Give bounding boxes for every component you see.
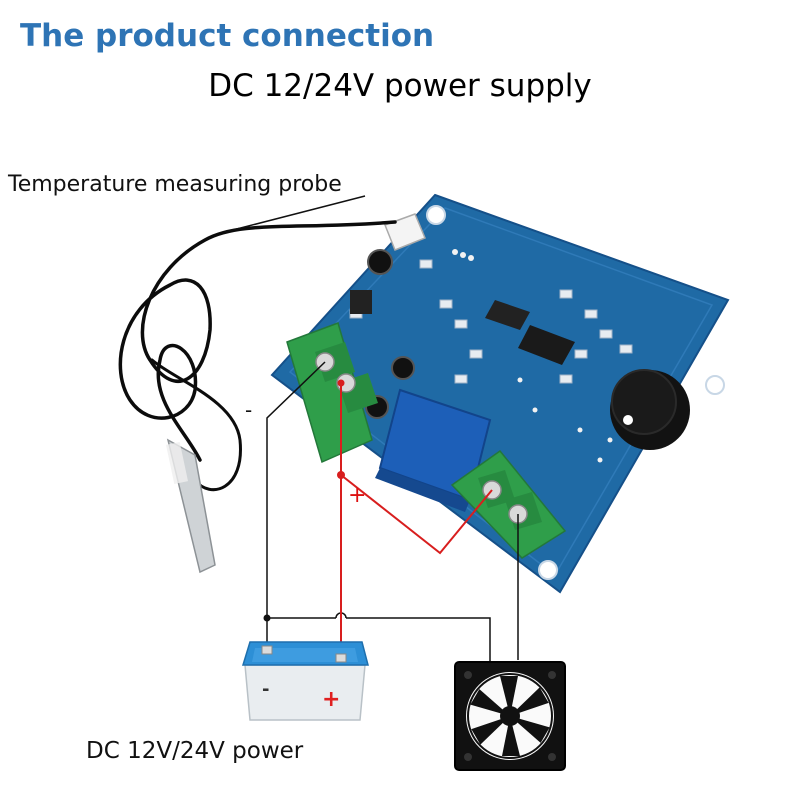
positive-sign-label: + (348, 483, 367, 508)
fan-icon (454, 661, 566, 771)
page-title: The product connection (20, 18, 435, 54)
positive-wire (340, 383, 493, 660)
battery-icon (241, 641, 369, 721)
page-subtitle: DC 12/24V power supply (208, 68, 592, 104)
battery-minus-label: - (262, 679, 270, 700)
negative-sign-label: - (245, 398, 253, 422)
negative-wire (266, 361, 519, 662)
power-terminal-block (286, 322, 378, 464)
probe-label: Temperature measuring probe (8, 172, 342, 197)
buzzer-icon (610, 369, 690, 450)
circuit-board-icon (270, 193, 730, 594)
thermometer-probe-icon (118, 195, 397, 574)
relay-icon (375, 388, 492, 512)
battery-plus-label: + (322, 687, 341, 712)
power-label: DC 12V/24V power (86, 738, 304, 764)
